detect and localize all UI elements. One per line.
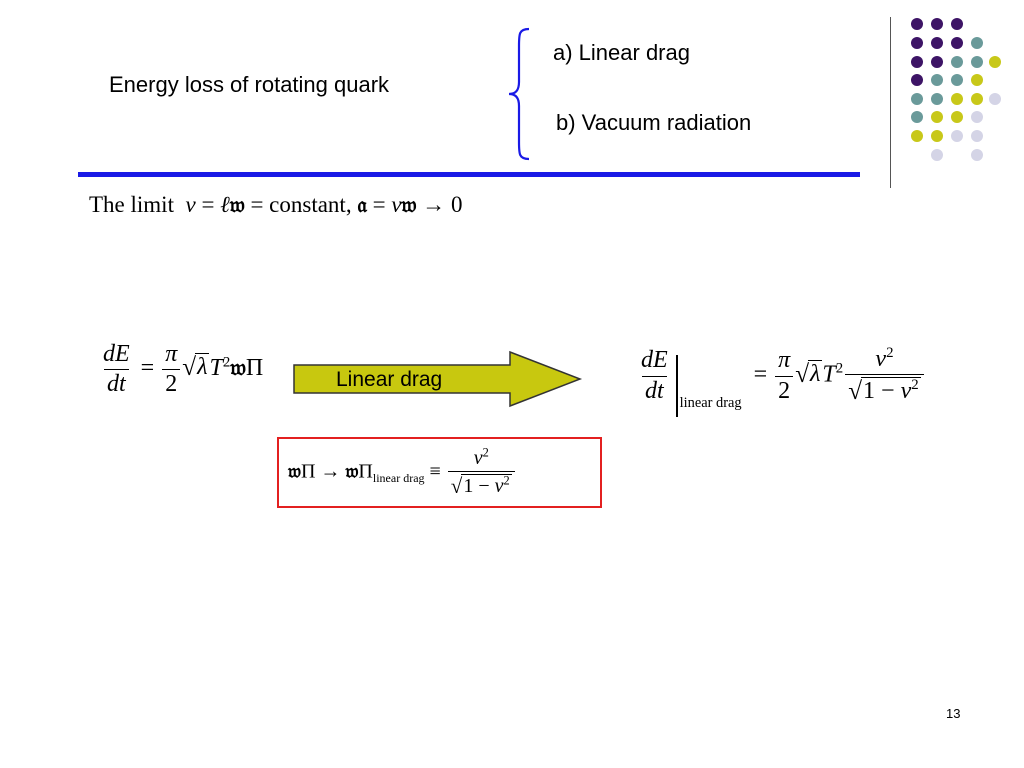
option-vacuum-radiation: b) Vacuum radiation xyxy=(556,110,752,135)
curly-brace-icon xyxy=(508,27,530,161)
vertical-divider xyxy=(890,17,891,188)
evaluation-bar xyxy=(675,355,678,417)
slide-title: Energy loss of rotating quark xyxy=(109,72,390,97)
box-linear-drag-subscript: linear drag xyxy=(372,470,425,485)
linear-drag-definition-box: 𝔴Π → 𝔴Πlinear drag ≡ v2√1 − v2 xyxy=(277,437,602,508)
right-arrow-icon xyxy=(293,350,583,408)
constant-word: constant, xyxy=(269,192,352,217)
arrow-label: Linear drag xyxy=(336,368,443,391)
linear-drag-subscript: linear drag xyxy=(679,394,742,411)
option-linear-drag: a) Linear drag xyxy=(553,40,690,65)
decorative-dots-icon xyxy=(911,18,1001,161)
page-number: 13 xyxy=(946,706,961,721)
header-divider xyxy=(78,172,860,177)
limit-text: The limit xyxy=(89,192,174,217)
limit-statement: The limit v = ℓ𝔴 = constant, 𝔞 = v𝔴 → 0 xyxy=(89,192,463,218)
